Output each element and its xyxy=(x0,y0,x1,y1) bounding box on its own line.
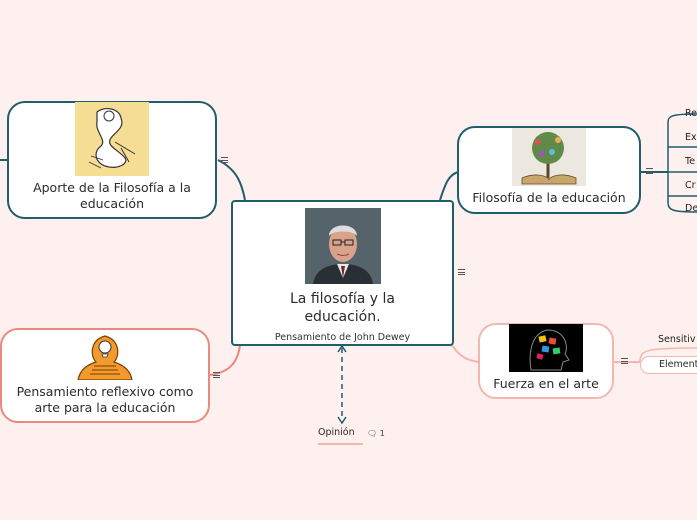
comment-count: 1 xyxy=(379,429,385,438)
central-subtitle: Pensamiento de John Dewey xyxy=(274,332,411,343)
fuerza-child-2[interactable]: Element xyxy=(640,356,697,374)
fuerza-image xyxy=(509,324,583,372)
filosofia-child-5[interactable]: De xyxy=(685,203,697,214)
node-fuerza[interactable]: Fuerza en el arte xyxy=(478,323,614,399)
node-central[interactable]: La filosofía y la educación. Pensamiento… xyxy=(231,200,454,346)
link-aporte xyxy=(217,159,246,201)
link-pensamiento xyxy=(209,344,241,376)
comment-icon: 🗨 xyxy=(367,429,378,438)
central-title: La filosofía y la educación. xyxy=(289,291,395,325)
menu-icon[interactable] xyxy=(621,358,628,364)
filosofia-label: Filosofía de la educación xyxy=(472,190,626,205)
filosofia-child-1[interactable]: Re xyxy=(685,108,697,119)
opinion-label[interactable]: Opinión xyxy=(318,427,355,438)
opinion-underline xyxy=(318,443,363,445)
pensamiento-image xyxy=(68,330,142,380)
filosofia-child-4[interactable]: Cr xyxy=(685,180,696,191)
menu-icon[interactable] xyxy=(213,372,220,378)
menu-icon[interactable] xyxy=(458,269,465,275)
link-fuerza xyxy=(451,344,479,363)
filosofia-child-3[interactable]: Te xyxy=(685,156,696,167)
aporte-label: Aporte de la Filosofía a la educación xyxy=(33,180,191,211)
menu-icon[interactable] xyxy=(646,168,653,174)
fuerza-label: Fuerza en el arte xyxy=(493,376,599,391)
fuerza-child-1[interactable]: Sensitiv xyxy=(658,334,696,345)
node-filosofia[interactable]: Filosofía de la educación xyxy=(457,126,641,214)
pensamiento-label: Pensamiento reflexivo como arte para la … xyxy=(16,384,194,415)
node-pensamiento[interactable]: Pensamiento reflexivo como arte para la … xyxy=(0,328,210,423)
aporte-image xyxy=(75,102,149,176)
link-filosofia xyxy=(439,171,459,201)
filosofia-child-2[interactable]: Ex xyxy=(685,132,697,143)
central-image xyxy=(304,208,381,284)
filosofia-image xyxy=(512,128,586,186)
node-aporte[interactable]: Aporte de la Filosofía a la educación xyxy=(7,101,217,219)
comment-indicator[interactable]: 🗨 1 xyxy=(367,429,385,438)
menu-icon[interactable] xyxy=(221,157,228,163)
